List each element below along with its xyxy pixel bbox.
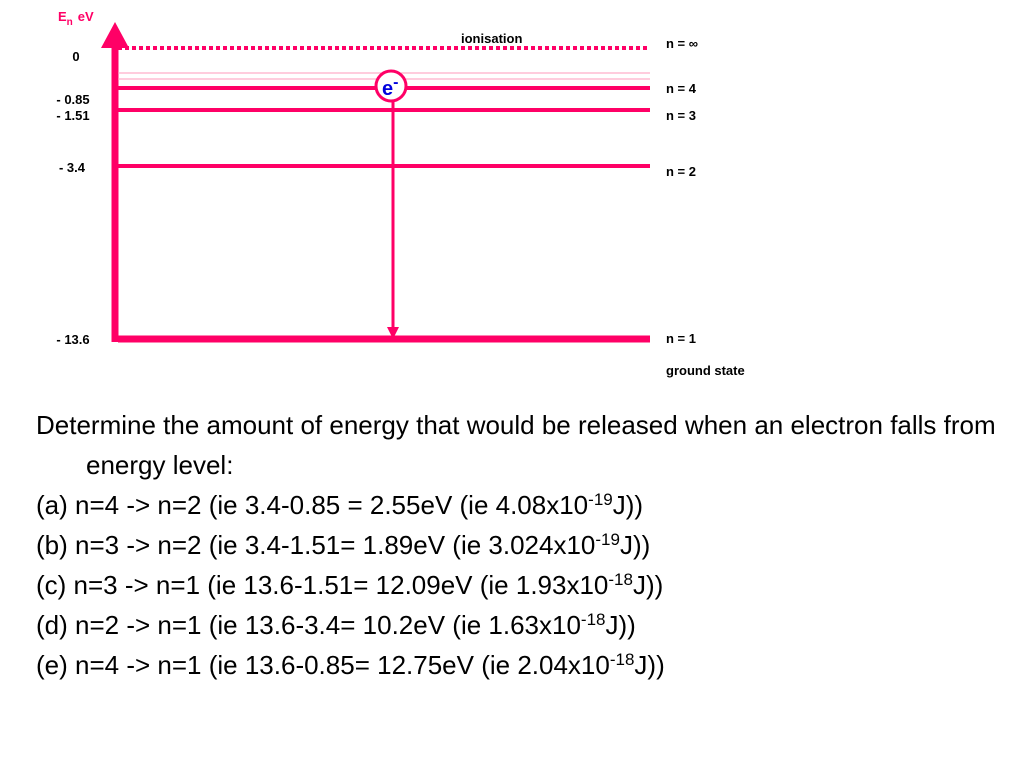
ionisation-label: ionisation <box>461 31 522 46</box>
energy-label-n2: - 3.4 <box>59 160 86 175</box>
state-label-n1: n = 1 <box>666 331 696 346</box>
energy-label-n1: - 13.6 <box>56 332 89 347</box>
energy-label-n4: - 0.85 <box>56 92 89 107</box>
state-label-n4: n = 4 <box>666 81 697 96</box>
electron-marker: e- <box>374 69 408 103</box>
energy-label-n3: - 1.51 <box>56 108 89 123</box>
answer-item-b: (b) n=3 -> n=2 (ie 3.4-1.51= 1.89eV (ie … <box>36 530 651 560</box>
state-label-n3: n = 3 <box>666 108 696 123</box>
energy-axis-arrowhead <box>101 22 129 48</box>
transition-arrowhead <box>387 327 399 339</box>
ground-state-label: ground state <box>666 363 745 378</box>
state-label-n-infinity: n = ∞ <box>666 36 698 51</box>
electron-circle <box>374 69 408 103</box>
answer-item-e: (e) n=4 -> n=1 (ie 13.6-0.85= 12.75eV (i… <box>36 650 665 680</box>
energy-label-0: 0 <box>72 49 79 64</box>
answer-item-d: (d) n=2 -> n=1 (ie 13.6-3.4= 10.2eV (ie … <box>36 610 636 640</box>
answer-item-a: (a) n=4 -> n=2 (ie 3.4-0.85 = 2.55eV (ie… <box>36 490 644 520</box>
answer-item-c: (c) n=3 -> n=1 (ie 13.6-1.51= 12.09eV (i… <box>36 570 664 600</box>
question-block: Determine the amount of energy that woul… <box>36 405 996 685</box>
question-intro: Determine the amount of energy that woul… <box>36 410 996 480</box>
state-label-n2: n = 2 <box>666 164 696 179</box>
electron-label: e- <box>382 74 398 100</box>
